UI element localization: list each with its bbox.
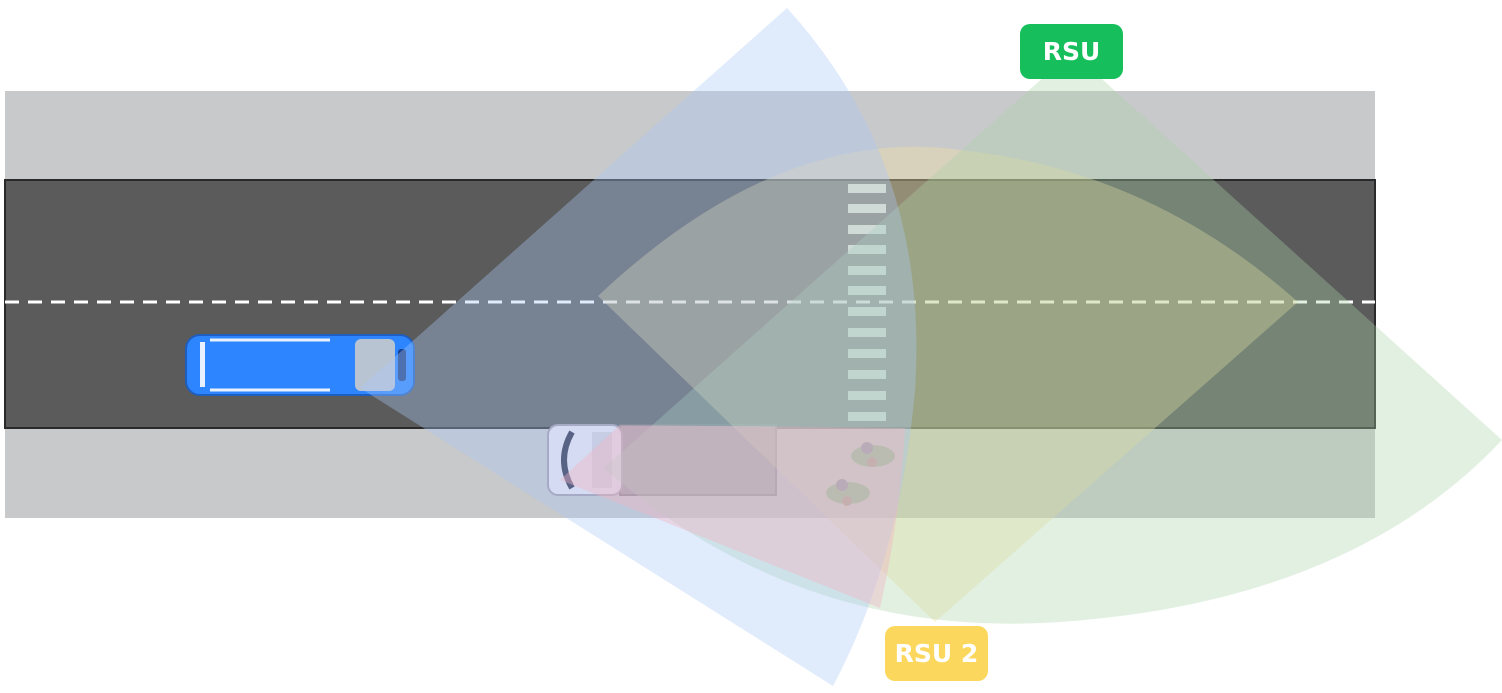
crosswalk: [848, 184, 886, 421]
top-sidewalk: [5, 91, 1375, 180]
rsu2-coverage-area: [598, 146, 1298, 622]
bus-icon: [185, 334, 415, 396]
rsu-label: RSU: [1020, 24, 1123, 79]
truck-coverage-area: [560, 425, 905, 608]
pedestrian-icon: [851, 442, 895, 467]
pedestrian-icon: [826, 479, 870, 506]
bus-coverage-area: [360, 8, 917, 686]
rsu-coverage-area: [604, 52, 1502, 624]
rsu2-label: RSU 2: [885, 626, 988, 681]
truck-icon: [547, 424, 777, 496]
